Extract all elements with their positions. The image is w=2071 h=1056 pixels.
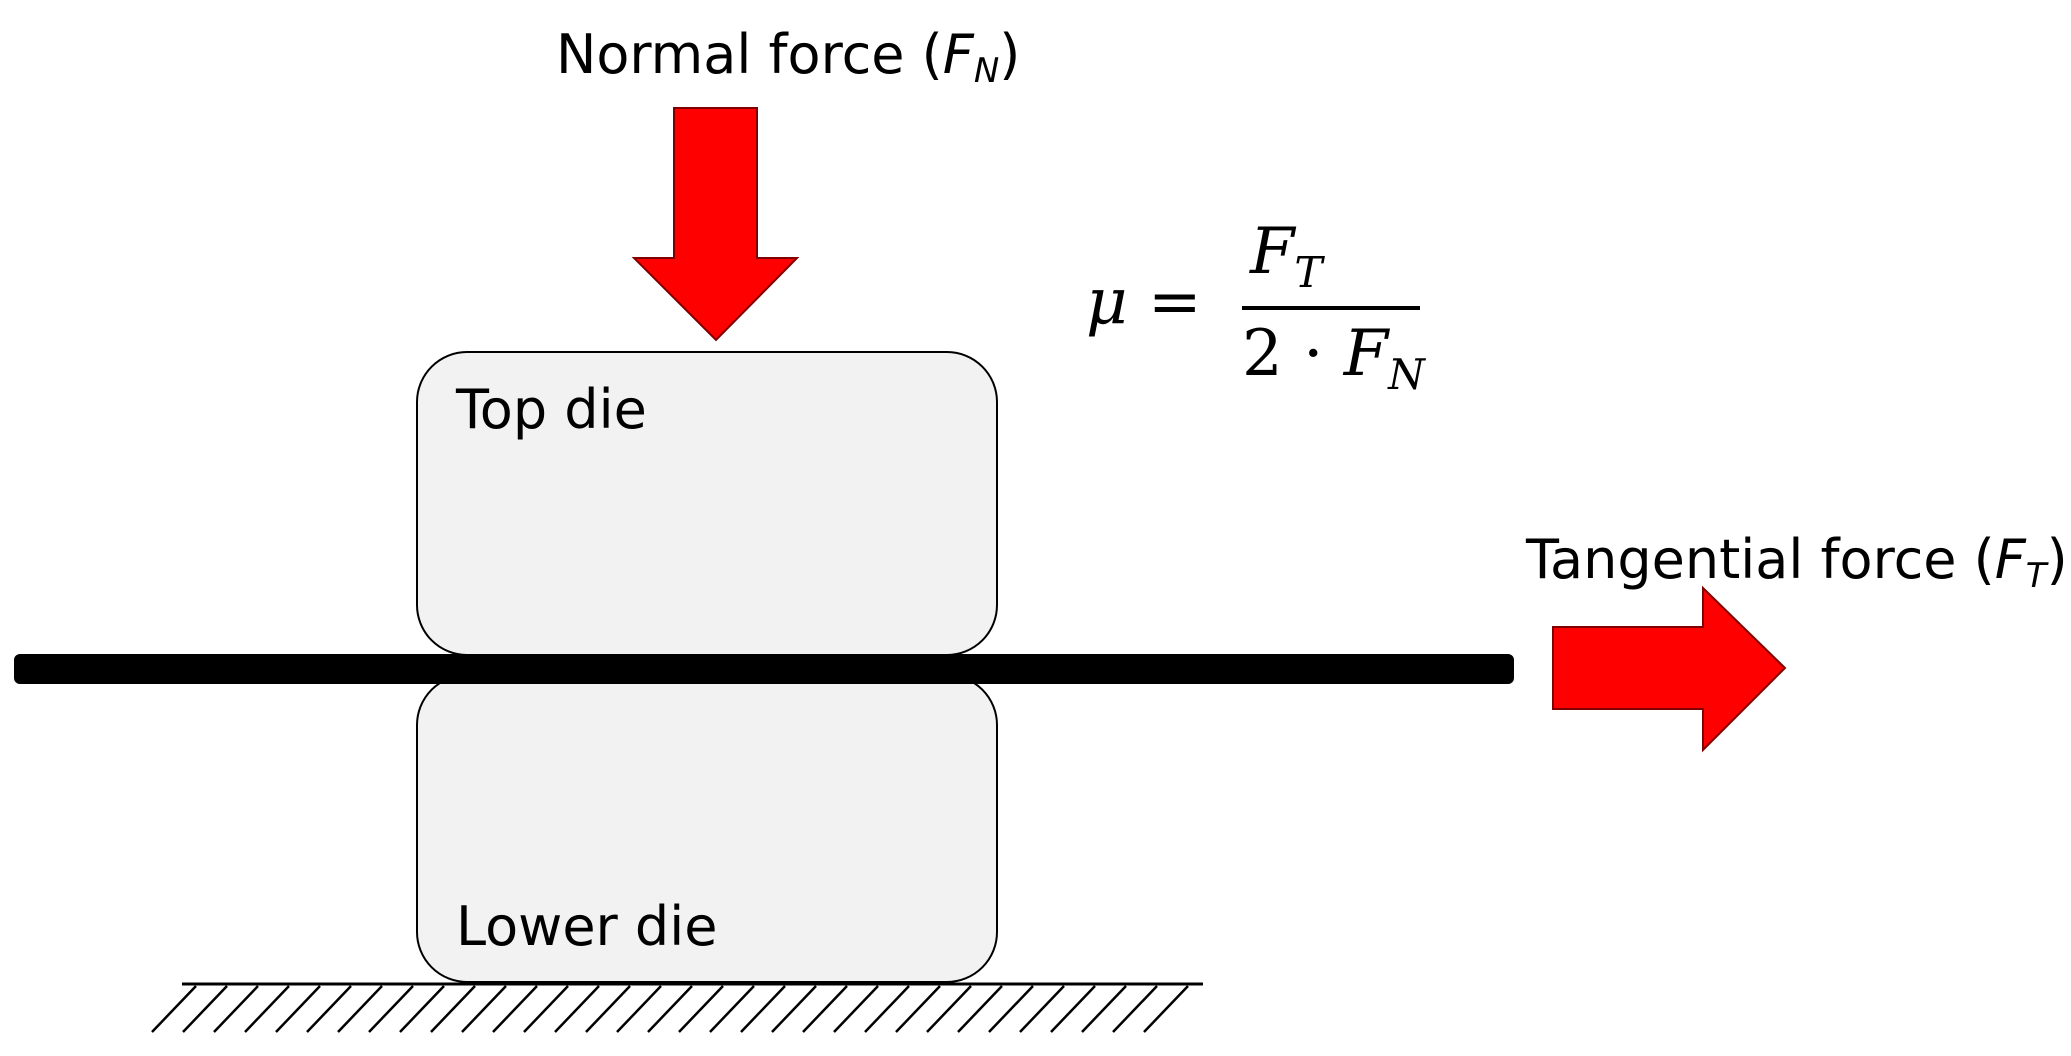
ground-hatch-line bbox=[678, 985, 724, 1033]
formula-denominator: 2 · FN bbox=[1242, 322, 1425, 396]
formula-numerator: FT bbox=[1250, 220, 1322, 294]
ground-hatch-line bbox=[399, 985, 445, 1033]
ground-hatch-line bbox=[864, 985, 910, 1033]
ground-hatch-line bbox=[647, 985, 693, 1033]
denominator-subscript: N bbox=[1388, 350, 1425, 399]
arrow-down-icon bbox=[631, 107, 800, 342]
ground-hatch-line bbox=[523, 985, 569, 1033]
normal-force-subscript: N bbox=[973, 51, 1000, 91]
tangential-force-close: ) bbox=[2046, 528, 2068, 591]
ground-hatch-line bbox=[926, 985, 972, 1033]
ground-hatch-line bbox=[492, 985, 538, 1033]
ground-hatch-line bbox=[957, 985, 1003, 1033]
numerator-symbol: F bbox=[1250, 215, 1295, 289]
ground-hatch-line bbox=[275, 985, 321, 1033]
ground-hatch-line bbox=[1112, 985, 1158, 1033]
ground-hatch-icon bbox=[151, 982, 1203, 1033]
ground-hatch-line bbox=[1019, 985, 1065, 1033]
sheet-strip bbox=[14, 654, 1514, 684]
ground-hatch-line bbox=[988, 985, 1034, 1033]
ground-hatch-line bbox=[554, 985, 600, 1033]
ground-hatch-line bbox=[802, 985, 848, 1033]
tangential-force-label: Tangential force (FT) bbox=[1526, 533, 2068, 594]
ground-hatch-line bbox=[1081, 985, 1127, 1033]
ground-hatch-line bbox=[213, 985, 259, 1033]
ground-hatch-line bbox=[1050, 985, 1096, 1033]
ground-hatch-line bbox=[151, 985, 197, 1033]
arrow-right-icon bbox=[1552, 585, 1787, 753]
ground-hatch-line bbox=[709, 985, 755, 1033]
formula-mu: μ bbox=[1086, 265, 1128, 339]
normal-force-symbol: F bbox=[942, 23, 974, 86]
ground-hatch-line bbox=[740, 985, 786, 1033]
ground-hatch-line bbox=[895, 985, 941, 1033]
denominator-symbol: F bbox=[1343, 317, 1389, 391]
ground-hatch-line bbox=[833, 985, 879, 1033]
formula-fraction-bar bbox=[1242, 306, 1420, 310]
ground-hatch-line bbox=[430, 985, 476, 1033]
tangential-force-symbol: F bbox=[1994, 528, 2026, 591]
normal-force-label: Normal force (FN) bbox=[556, 28, 1020, 89]
friction-coefficient-formula: μ = FT 2 · FN bbox=[1082, 210, 1425, 410]
ground-hatch-line bbox=[244, 985, 290, 1033]
lower-die-label: Lower die bbox=[456, 895, 718, 958]
ground-hatch-line bbox=[585, 985, 631, 1033]
ground-hatch-line bbox=[1143, 985, 1189, 1033]
denominator-coefficient: 2 · bbox=[1242, 317, 1344, 391]
tangential-force-text: Tangential force ( bbox=[1526, 528, 1995, 591]
normal-force-text: Normal force ( bbox=[556, 23, 943, 86]
ground-hatch-line bbox=[461, 985, 507, 1033]
normal-force-close: ) bbox=[999, 23, 1021, 86]
ground-hatch-line bbox=[616, 985, 662, 1033]
numerator-subscript: T bbox=[1294, 248, 1323, 297]
tangential-force-subscript: T bbox=[2025, 556, 2047, 596]
ground-hatch-line bbox=[306, 985, 352, 1033]
top-die-label: Top die bbox=[456, 378, 647, 441]
ground-hatch-line bbox=[771, 985, 817, 1033]
formula-equals: = bbox=[1148, 265, 1202, 339]
ground-hatch-line bbox=[337, 985, 383, 1033]
ground-hatch-line bbox=[368, 985, 414, 1033]
ground-hatch-line bbox=[182, 985, 228, 1033]
